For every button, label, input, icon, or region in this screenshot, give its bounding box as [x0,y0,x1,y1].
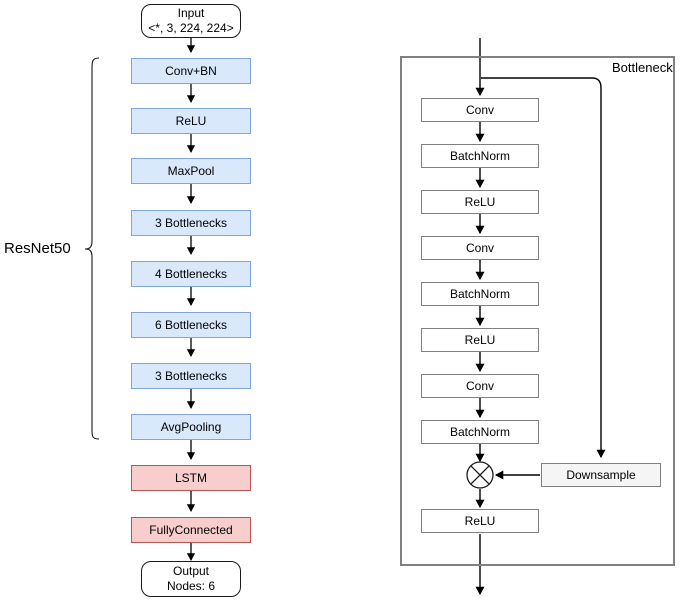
bn-block-batchnorm-3-label: BatchNorm [449,424,511,439]
bn-block-conv-1[interactable]: Conv [421,98,539,122]
block-bottlenecks-3a[interactable]: 3 Bottlenecks [131,210,251,236]
block-maxpool[interactable]: MaxPool [131,158,251,184]
block-fullyconnected-label: FullyConnected [149,522,233,537]
block-bottlenecks-3a-label: 3 Bottlenecks [154,215,228,230]
resnet50-brace [84,57,100,440]
bn-block-batchnorm-2-label: BatchNorm [449,286,511,301]
bn-block-batchnorm-1[interactable]: BatchNorm [421,144,539,168]
block-conv-bn[interactable]: Conv+BN [131,58,251,84]
bn-block-batchnorm-3[interactable]: BatchNorm [421,420,539,444]
bn-block-relu-final-label: ReLU [464,513,496,528]
block-lstm[interactable]: LSTM [131,465,251,491]
bn-block-downsample[interactable]: Downsample [541,463,661,487]
block-conv-bn-label: Conv+BN [165,63,217,78]
resnet50-group-label: ResNet50 [4,240,71,257]
output-node: Output Nodes: 6 [141,561,241,597]
block-avgpooling[interactable]: AvgPooling [131,414,251,440]
block-bottlenecks-4-label: 4 Bottlenecks [154,266,228,281]
bn-block-conv-3-label: Conv [465,378,494,393]
block-relu-label: ReLU [175,113,207,128]
bn-block-relu-2-label: ReLU [464,332,496,347]
bn-block-conv-3[interactable]: Conv [421,374,539,398]
bottleneck-container [400,56,675,566]
bn-block-relu-2[interactable]: ReLU [421,328,539,352]
input-node: Input <*, 3, 224, 224> [141,4,241,38]
bn-block-batchnorm-2[interactable]: BatchNorm [421,282,539,306]
block-fullyconnected[interactable]: FullyConnected [131,517,251,543]
bn-block-relu-1[interactable]: ReLU [421,190,539,214]
block-bottlenecks-3b-label: 3 Bottlenecks [154,368,228,383]
block-avgpooling-label: AvgPooling [160,419,222,434]
input-node-label: Input <*, 3, 224, 224> [148,6,234,35]
block-bottlenecks-4[interactable]: 4 Bottlenecks [131,261,251,287]
bottleneck-container-label: Bottleneck [612,60,673,75]
bn-block-relu-final[interactable]: ReLU [421,509,539,533]
bn-block-relu-1-label: ReLU [464,194,496,209]
bn-block-conv-1-label: Conv [465,102,494,117]
bn-block-downsample-label: Downsample [566,467,636,482]
bn-block-conv-2[interactable]: Conv [421,236,539,260]
output-node-label: Output Nodes: 6 [166,564,216,593]
bn-block-batchnorm-1-label: BatchNorm [449,148,511,163]
block-lstm-label: LSTM [174,470,207,485]
block-bottlenecks-3b[interactable]: 3 Bottlenecks [131,363,251,389]
block-bottlenecks-6-label: 6 Bottlenecks [154,317,228,332]
block-bottlenecks-6[interactable]: 6 Bottlenecks [131,312,251,338]
block-relu[interactable]: ReLU [131,108,251,134]
block-maxpool-label: MaxPool [167,163,215,178]
bn-block-conv-2-label: Conv [465,240,494,255]
